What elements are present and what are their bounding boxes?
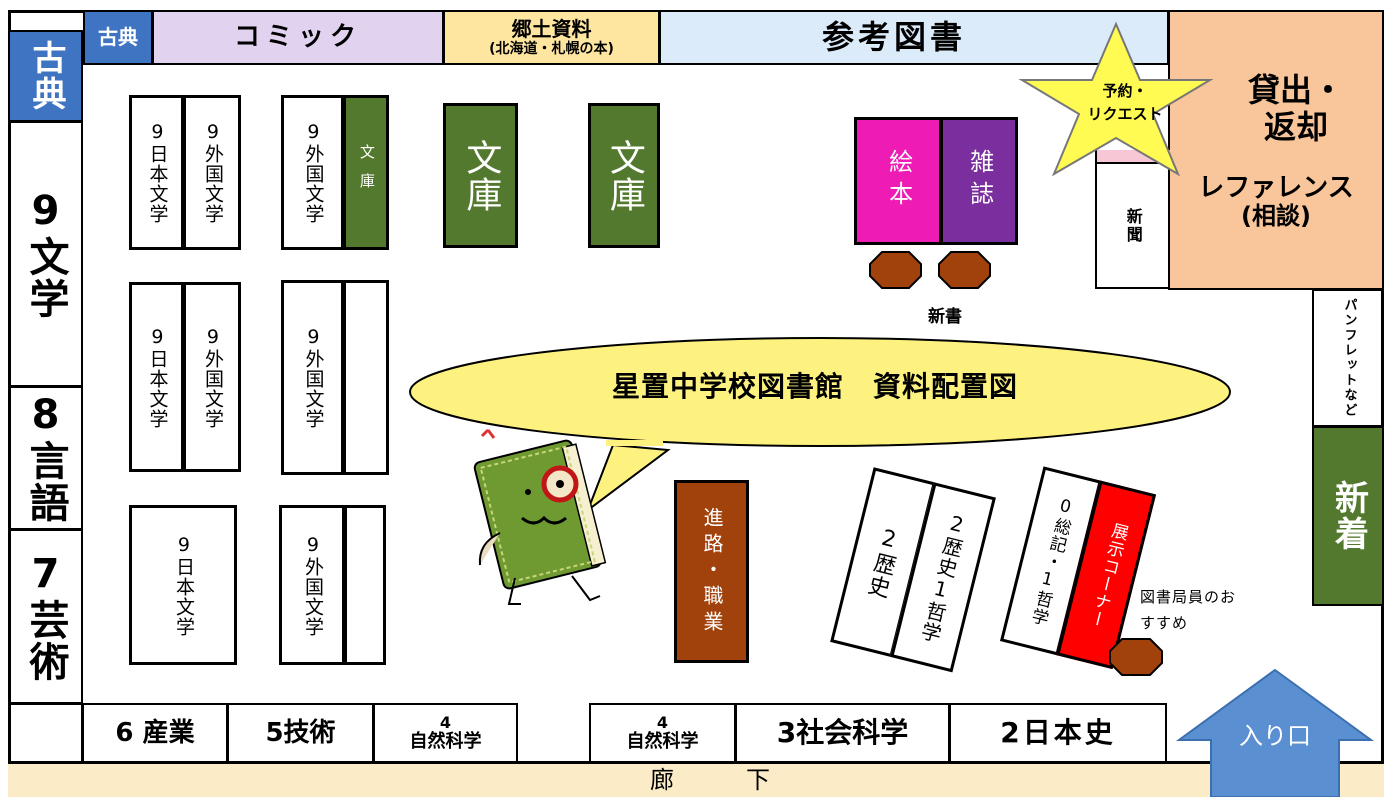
gaikoku-label-3: 9外国文学	[301, 533, 324, 637]
bunko-label-2: 文庫	[603, 138, 645, 213]
gijutsu-section: 5技術	[227, 703, 374, 764]
comic-section: コミック	[152, 10, 444, 65]
gaikoku-label-2a: 9外国文学	[201, 325, 224, 429]
gengo-label: 8言語	[22, 392, 69, 524]
kyodo-section: 郷土資料 (北海道・札幌の本)	[443, 10, 660, 65]
gaikoku-shelf-3: 9外国文学	[279, 505, 345, 665]
gijutsu-label: 5技術	[265, 717, 336, 748]
reference-label: レファレンス	[1198, 172, 1354, 203]
sanko-label: 参考図書	[821, 18, 966, 57]
bunko-shelf-small: 文庫	[343, 95, 389, 250]
speech-bubble	[409, 337, 1231, 513]
empty-shelf-2b	[343, 280, 389, 475]
nihonshi-section: 2日本史	[949, 703, 1167, 764]
kashidashi-counter: 貸出・返却 レファレンス (相談)	[1168, 10, 1384, 290]
shinsho-stool-1	[869, 251, 922, 289]
rekishi-tetsu-label: 2歴史1哲学	[915, 509, 972, 646]
bunko-shelf-1: 文庫	[443, 103, 518, 248]
entrance-arrow-icon	[1175, 668, 1375, 797]
geijutsu-label: 7芸術	[22, 550, 69, 683]
book-mascot	[473, 428, 607, 605]
zasshi-shelf: 雑誌	[940, 117, 1018, 245]
kashidashi-label: 貸出・返却	[1247, 71, 1344, 146]
shinbun-section: 新聞	[1095, 162, 1170, 289]
yoyaku-text: 予約・ リクエスト	[1070, 80, 1180, 125]
shinbun-label: 新聞	[1123, 207, 1143, 244]
gaikoku-shelf-1b: 9外国文学	[281, 95, 344, 250]
bungaku-section: 9文学	[8, 121, 83, 387]
bottom-corner	[8, 703, 83, 764]
shizen-section-2: 4 自然科学	[589, 703, 736, 764]
shizen-section-1: 4 自然科学	[373, 703, 518, 764]
kyodo-sublabel: (北海道・札幌の本)	[489, 40, 614, 57]
gaikoku-label-1a: 9外国文学	[201, 121, 224, 224]
koten-top-section: 古典	[83, 10, 153, 65]
yoyaku-label: 予約・	[1102, 82, 1148, 100]
shakai-section: 3社会科学	[735, 703, 950, 764]
shinsho-stool-2	[938, 251, 991, 289]
osusume-label: 図書局員のおすすめ	[1140, 588, 1237, 632]
osusume-stool	[1109, 638, 1163, 676]
pamphlet-section: パンフレットなど	[1312, 289, 1384, 427]
map-title: 星置中学校図書館 資料配置図	[611, 370, 1018, 403]
shakai-label: 3社会科学	[776, 716, 909, 750]
nihon-label-1a: 9日本文学	[146, 121, 169, 224]
gaikoku-label-1b: 9外国文学	[302, 121, 325, 224]
zasshi-label: 雑誌	[965, 149, 994, 213]
sangyo-label: 6 産業	[115, 717, 195, 748]
bunko-small-label: 文庫	[357, 143, 376, 202]
gaikoku-label-2b: 9外国文学	[302, 326, 325, 429]
star-icon	[1018, 21, 1214, 177]
shizen-label-1: 自然科学	[409, 731, 482, 753]
koten-top-label: 古典	[98, 25, 138, 49]
kyodo-label: 郷土資料	[511, 16, 592, 41]
nihon-label-3: 9日本文学	[172, 533, 195, 637]
shinchaku-section: 新着	[1312, 426, 1384, 606]
sanko-section: 参考図書	[659, 10, 1169, 65]
shinchaku-label: 新着	[1328, 480, 1369, 552]
shinro-label: 進路・職業	[700, 506, 724, 637]
nihon-label-2a: 9日本文学	[146, 325, 169, 429]
ehon-label: 絵本	[884, 149, 913, 213]
gengo-section: 8言語	[8, 386, 83, 530]
gaikoku-shelf-1a: 9外国文学	[183, 95, 241, 250]
tenji-label: 展示コーナー	[1084, 520, 1130, 630]
empty-shelf-3	[344, 505, 386, 665]
nihon-shelf-2a: 9日本文学	[129, 282, 184, 472]
hallway-label: 廊 下	[650, 766, 770, 794]
shizen-num-1: 4	[439, 712, 452, 732]
geijutsu-section: 7芸術	[8, 529, 83, 704]
koten-left-label: 古典	[26, 40, 67, 112]
reference-sublabel: (相談)	[1241, 202, 1311, 231]
bungaku-label: 9文学	[22, 188, 69, 320]
pamphlet-label: パンフレットなど	[1341, 298, 1357, 418]
shizen-num-2: 4	[656, 712, 669, 732]
bunko-label-1: 文庫	[460, 138, 502, 213]
shinsho-label: 新書	[928, 307, 962, 327]
nihon-shelf-1a: 9日本文学	[129, 95, 184, 250]
rekishi-label: 2歴史	[862, 524, 904, 601]
comic-label: コミック	[233, 21, 362, 52]
nihonshi-label: 2日本史	[1000, 716, 1116, 750]
koten-left-section: 古典	[8, 30, 83, 122]
entrance-label: 入り口	[1239, 722, 1311, 750]
nihon-shelf-3: 9日本文学	[129, 505, 237, 665]
gaikoku-shelf-2a: 9外国文学	[183, 282, 241, 472]
hallway	[8, 764, 1384, 797]
shinro-shelf: 進路・職業	[674, 480, 749, 663]
shizen-label-2: 自然科学	[626, 731, 699, 753]
gaikoku-shelf-2b: 9外国文学	[281, 280, 344, 475]
bunko-shelf-2: 文庫	[588, 103, 660, 248]
sangyo-section: 6 産業	[82, 703, 228, 764]
ehon-shelf: 絵本	[854, 117, 942, 245]
request-label: リクエスト	[1087, 104, 1163, 123]
